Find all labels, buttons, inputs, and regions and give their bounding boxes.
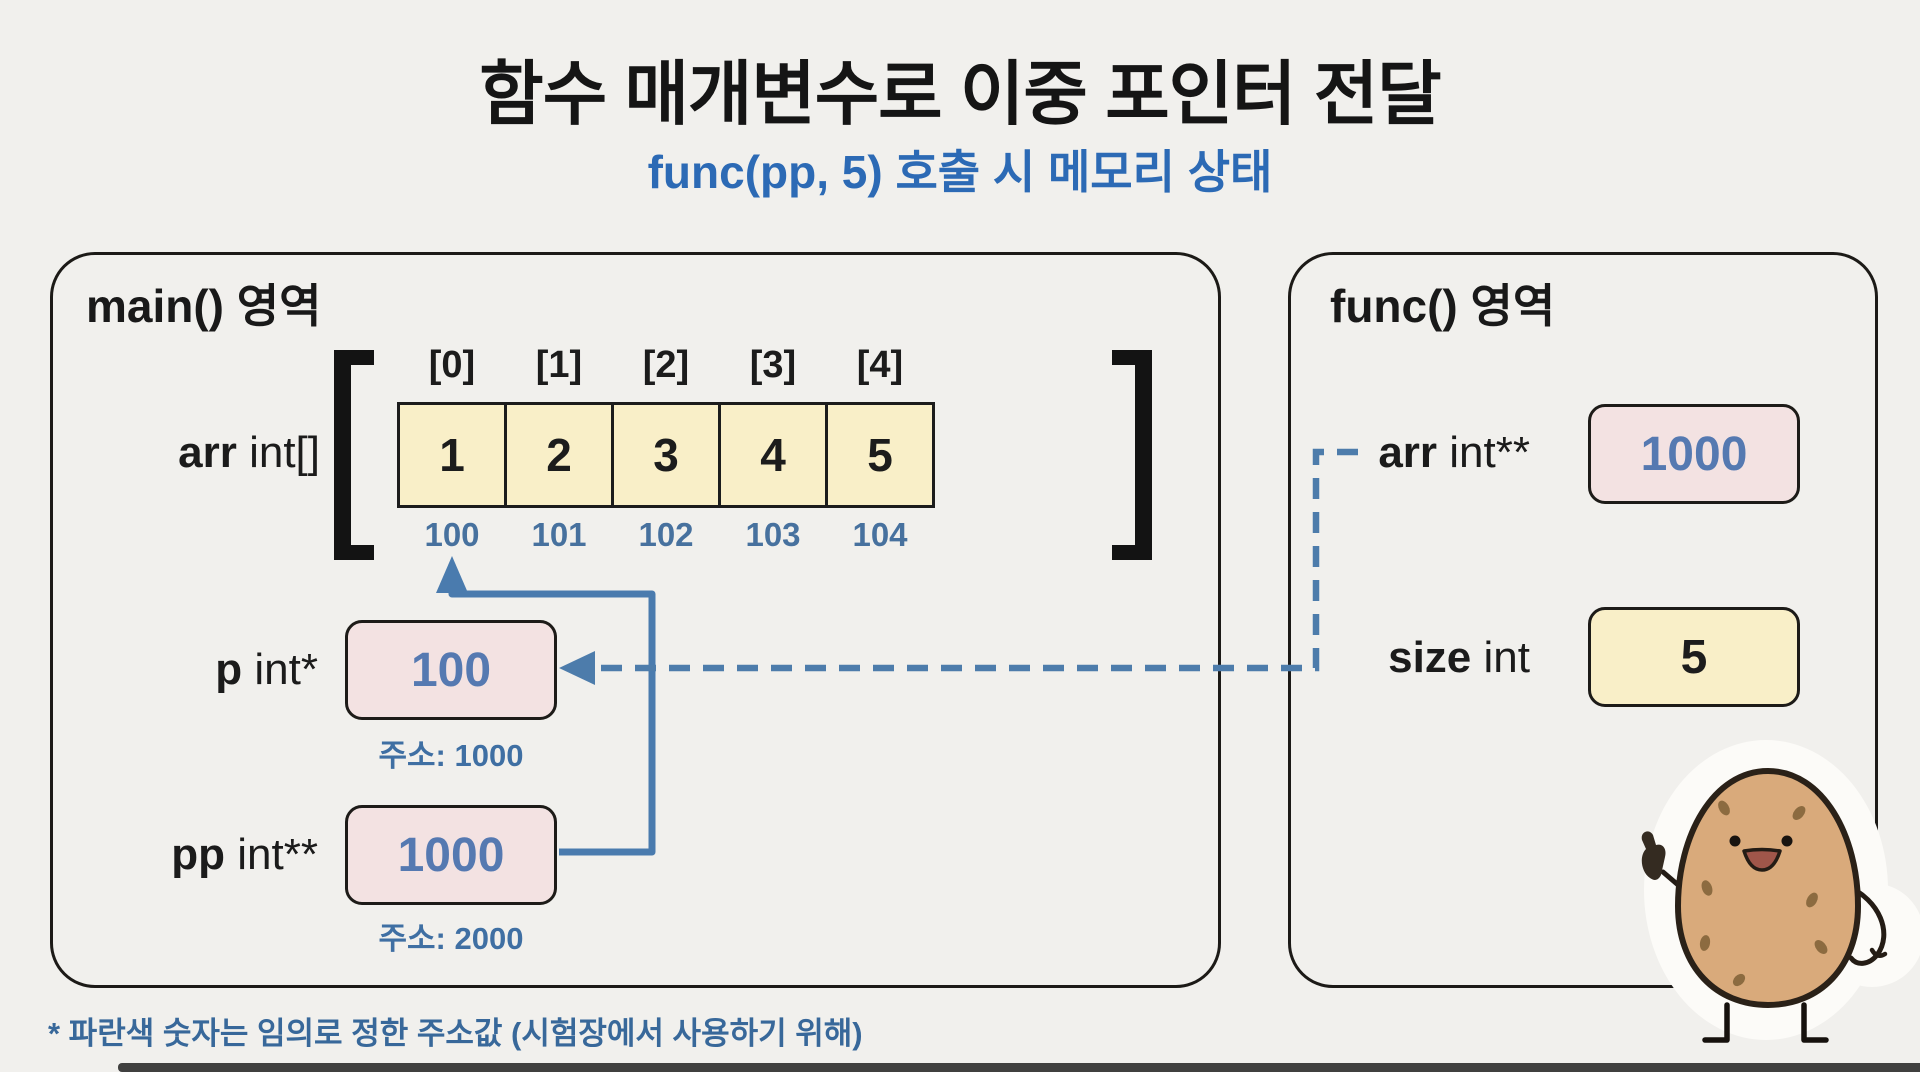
p-variable-name: p — [215, 645, 243, 694]
func-scope-label: func() 영역 — [1330, 280, 1556, 332]
main-scope-label: main() 영역 — [86, 280, 322, 332]
arr-variable-name: arr — [178, 428, 237, 477]
func-arr-variable-label: arr int** — [1280, 428, 1530, 478]
array-address: 102 — [638, 516, 694, 553]
array-index: [4] — [856, 344, 904, 386]
pp-variable-name: pp — [171, 830, 226, 879]
pp-address-label: 주소: 2000 — [378, 921, 524, 956]
array-cell: 2 — [504, 402, 614, 508]
array-address-row: 100 101 102 103 104 — [397, 516, 935, 554]
array-cell: 3 — [611, 402, 721, 508]
pp-variable-type: int** — [237, 830, 318, 879]
page-subtitle: func(pp, 5) 호출 시 메모리 상태 — [647, 146, 1273, 198]
array-cell: 4 — [718, 402, 828, 508]
p-value-box: 100 — [345, 620, 557, 720]
array-index-row: [0] [1] [2] [3] [4] — [397, 344, 935, 387]
func-arr-variable-name: arr — [1378, 428, 1438, 477]
array-index: [2] — [642, 344, 690, 386]
func-arr-variable-type: int** — [1449, 428, 1530, 477]
array-index: [0] — [428, 344, 476, 386]
array-address: 101 — [531, 516, 587, 553]
array-address: 103 — [745, 516, 801, 553]
func-arr-value-box: 1000 — [1588, 404, 1800, 504]
array-open-bracket — [334, 350, 374, 560]
array-cell: 1 — [397, 402, 507, 508]
p-variable-label: p int* — [60, 645, 318, 695]
func-size-variable-type: int — [1483, 633, 1530, 682]
array-address: 100 — [424, 516, 480, 553]
array-index: [1] — [535, 344, 583, 386]
func-size-value-box: 5 — [1588, 607, 1800, 707]
pp-value-box: 1000 — [345, 805, 557, 905]
page-title: 함수 매개변수로 이중 포인터 전달 — [479, 55, 1441, 133]
video-progress-bar — [118, 1063, 1920, 1072]
arr-variable-type: int[] — [249, 428, 320, 477]
array-cell: 5 — [825, 402, 935, 508]
array-address: 104 — [852, 516, 908, 553]
array-close-bracket — [1112, 350, 1152, 560]
func-size-variable-name: size — [1388, 633, 1472, 682]
func-size-variable-label: size int — [1280, 633, 1530, 683]
array-index: [3] — [749, 344, 797, 386]
array-cells-row: 1 2 3 4 5 — [397, 402, 935, 508]
pp-variable-label: pp int** — [60, 830, 318, 880]
p-variable-type: int* — [254, 645, 318, 694]
arr-variable-label: arr int[] — [70, 428, 320, 478]
footnote: * 파란색 숫자는 임의로 정한 주소값 (시험장에서 사용하기 위해) — [48, 1016, 863, 1051]
p-address-label: 주소: 1000 — [378, 738, 524, 773]
